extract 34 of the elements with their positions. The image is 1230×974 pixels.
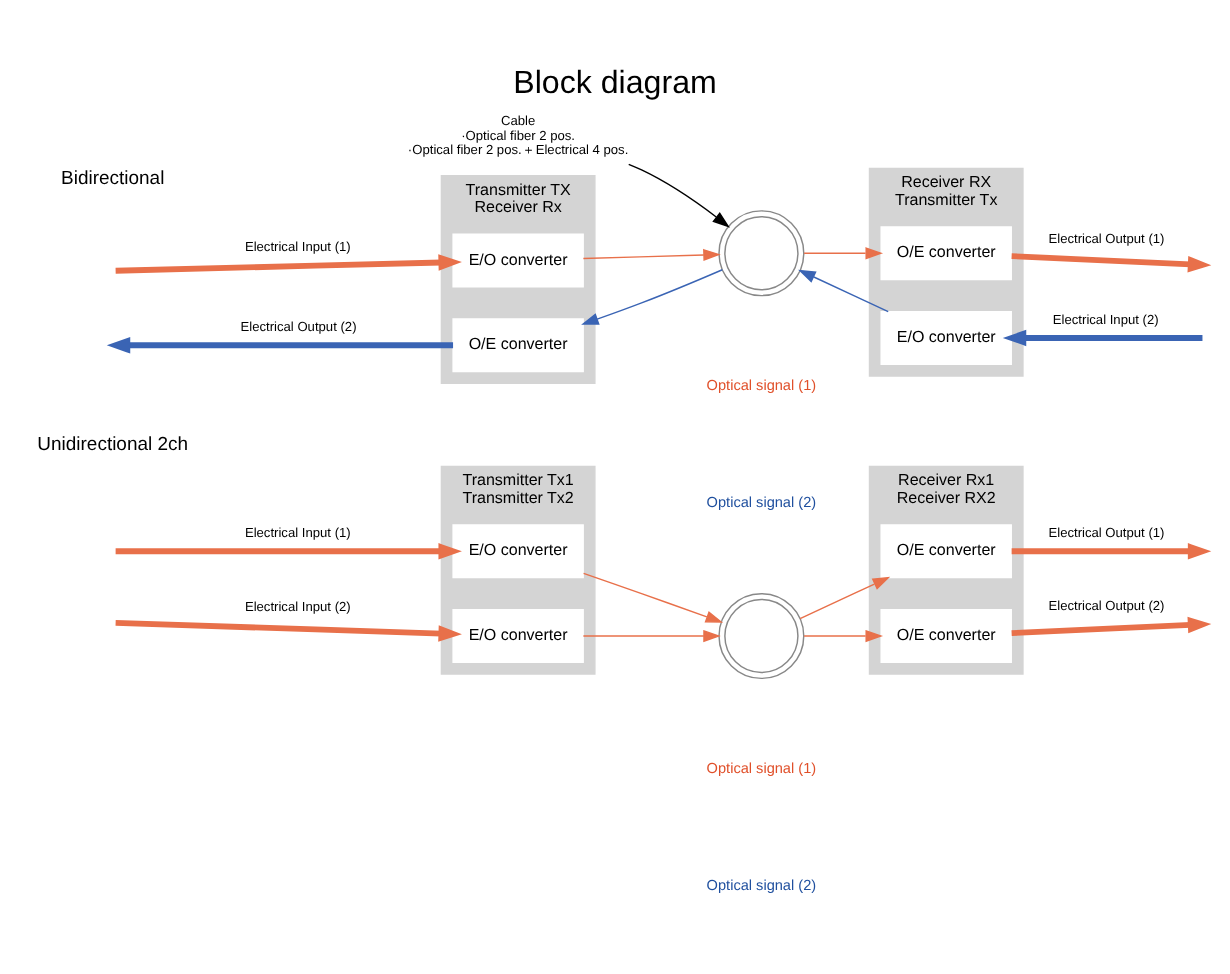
label: Optical signal (2) xyxy=(706,492,817,511)
arrow xyxy=(582,572,724,623)
node-circle xyxy=(718,592,805,680)
node-box: O/E converter xyxy=(880,524,1012,579)
diagram-title: Block diagram xyxy=(513,65,717,102)
arrow xyxy=(582,629,721,643)
label: Optical signal (2) xyxy=(706,875,817,894)
node-box: O/E converter xyxy=(880,226,1012,281)
arrow xyxy=(582,248,721,262)
label: Optical signal (1) xyxy=(706,375,817,394)
label: Bidirectional xyxy=(61,167,165,190)
arrow xyxy=(803,247,883,260)
label: Unidirectional 2ch xyxy=(37,433,189,456)
node-box: O/E converter xyxy=(880,609,1012,664)
arrow xyxy=(799,576,891,620)
arrow xyxy=(115,620,462,642)
label: Optical signal (1) xyxy=(706,758,817,777)
arrow xyxy=(803,629,883,643)
node-circle xyxy=(718,210,805,297)
arrow xyxy=(115,254,462,274)
arrow xyxy=(106,337,454,354)
node-box: E/O converter xyxy=(452,524,584,579)
arrow xyxy=(628,163,730,228)
arrow xyxy=(1011,543,1212,560)
node-box: O/E converter xyxy=(452,318,584,373)
node-box: E/O converter xyxy=(452,609,584,664)
arrow xyxy=(581,269,724,325)
arrow xyxy=(1011,616,1212,636)
node-box: E/O converter xyxy=(880,310,1012,365)
arrow xyxy=(1002,329,1203,347)
arrow xyxy=(798,269,889,313)
arrow xyxy=(1011,253,1212,273)
node-box: E/O converter xyxy=(452,233,584,288)
arrow xyxy=(115,543,462,560)
